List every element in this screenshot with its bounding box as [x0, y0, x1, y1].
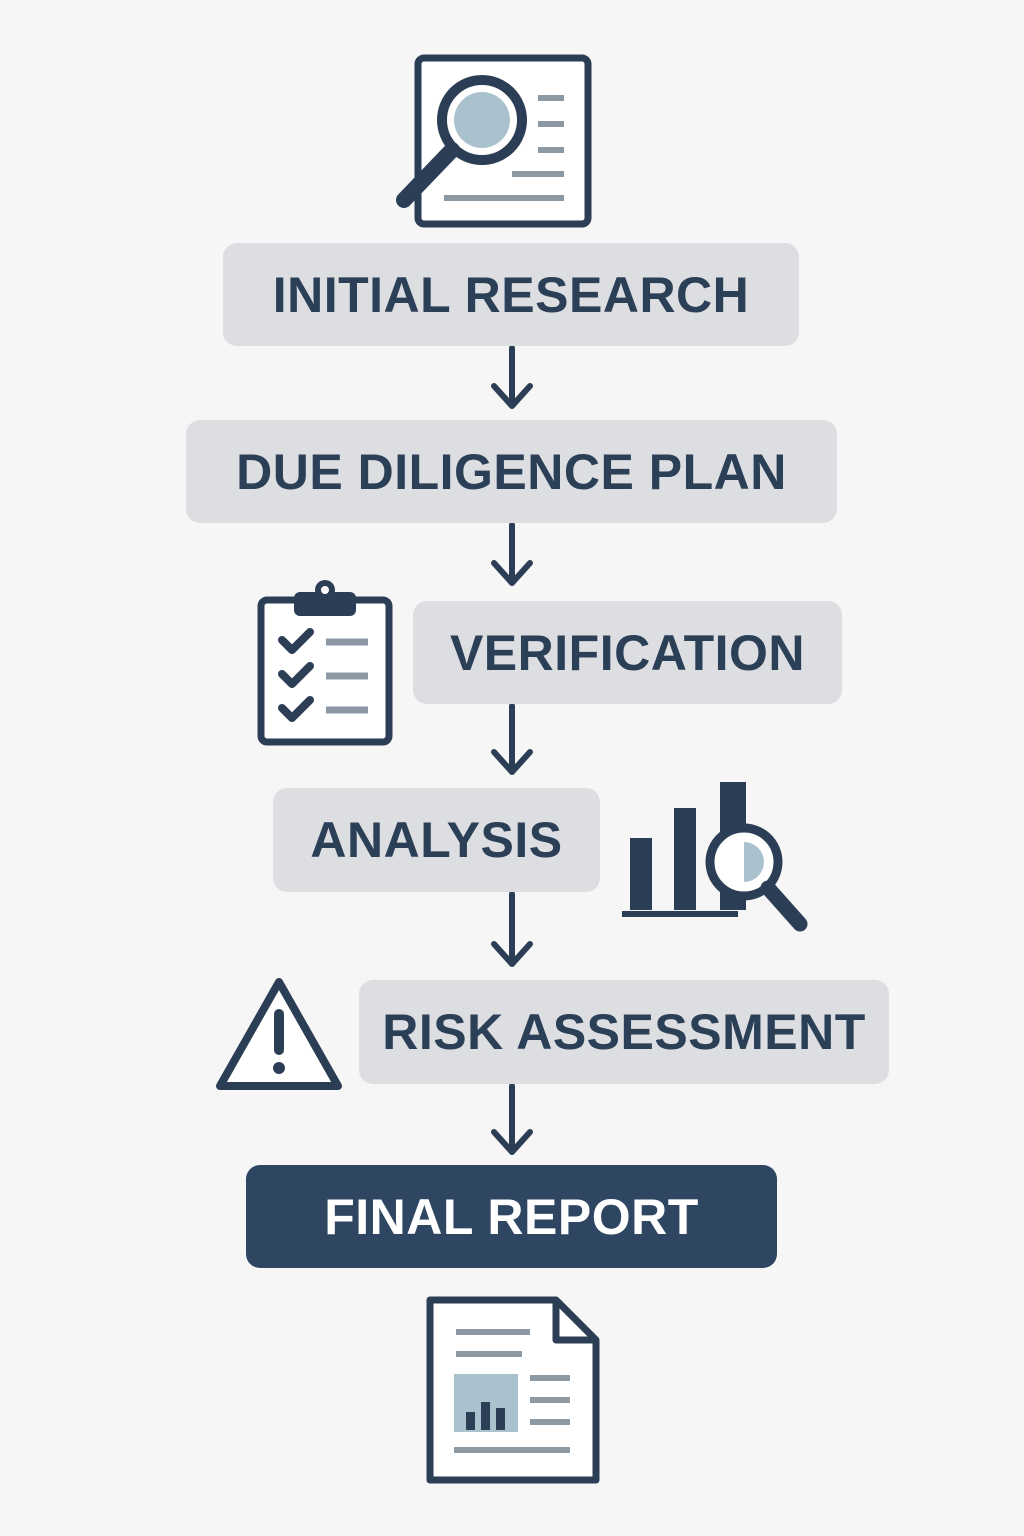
step-initial-research: INITIAL RESEARCH: [223, 243, 799, 346]
arrow-down-icon: [491, 892, 533, 967]
step-analysis: ANALYSIS: [273, 788, 600, 892]
bar-chart-magnifier-icon: [622, 782, 808, 932]
clipboard-checklist-icon: [257, 580, 393, 746]
step-label: FINAL REPORT: [324, 1188, 699, 1245]
arrow-down-icon: [491, 1084, 533, 1155]
step-label: RISK ASSESSMENT: [382, 1004, 866, 1060]
magnifier-document-icon: [396, 54, 592, 228]
step-due-diligence-plan: DUE DILIGENCE PLAN: [186, 420, 837, 523]
arrow-down-icon: [491, 523, 533, 586]
arrow-down-icon: [491, 704, 533, 775]
warning-triangle-icon: [216, 978, 342, 1090]
step-label: VERIFICATION: [449, 624, 806, 681]
step-final-report: FINAL REPORT: [246, 1165, 777, 1268]
arrow-down-icon: [491, 346, 533, 409]
step-label: INITIAL RESEARCH: [272, 266, 750, 323]
report-document-icon: [426, 1296, 600, 1484]
step-verification: VERIFICATION: [413, 601, 842, 704]
step-risk-assessment: RISK ASSESSMENT: [359, 980, 889, 1084]
step-label: DUE DILIGENCE PLAN: [236, 443, 787, 500]
step-label: ANALYSIS: [310, 812, 563, 868]
